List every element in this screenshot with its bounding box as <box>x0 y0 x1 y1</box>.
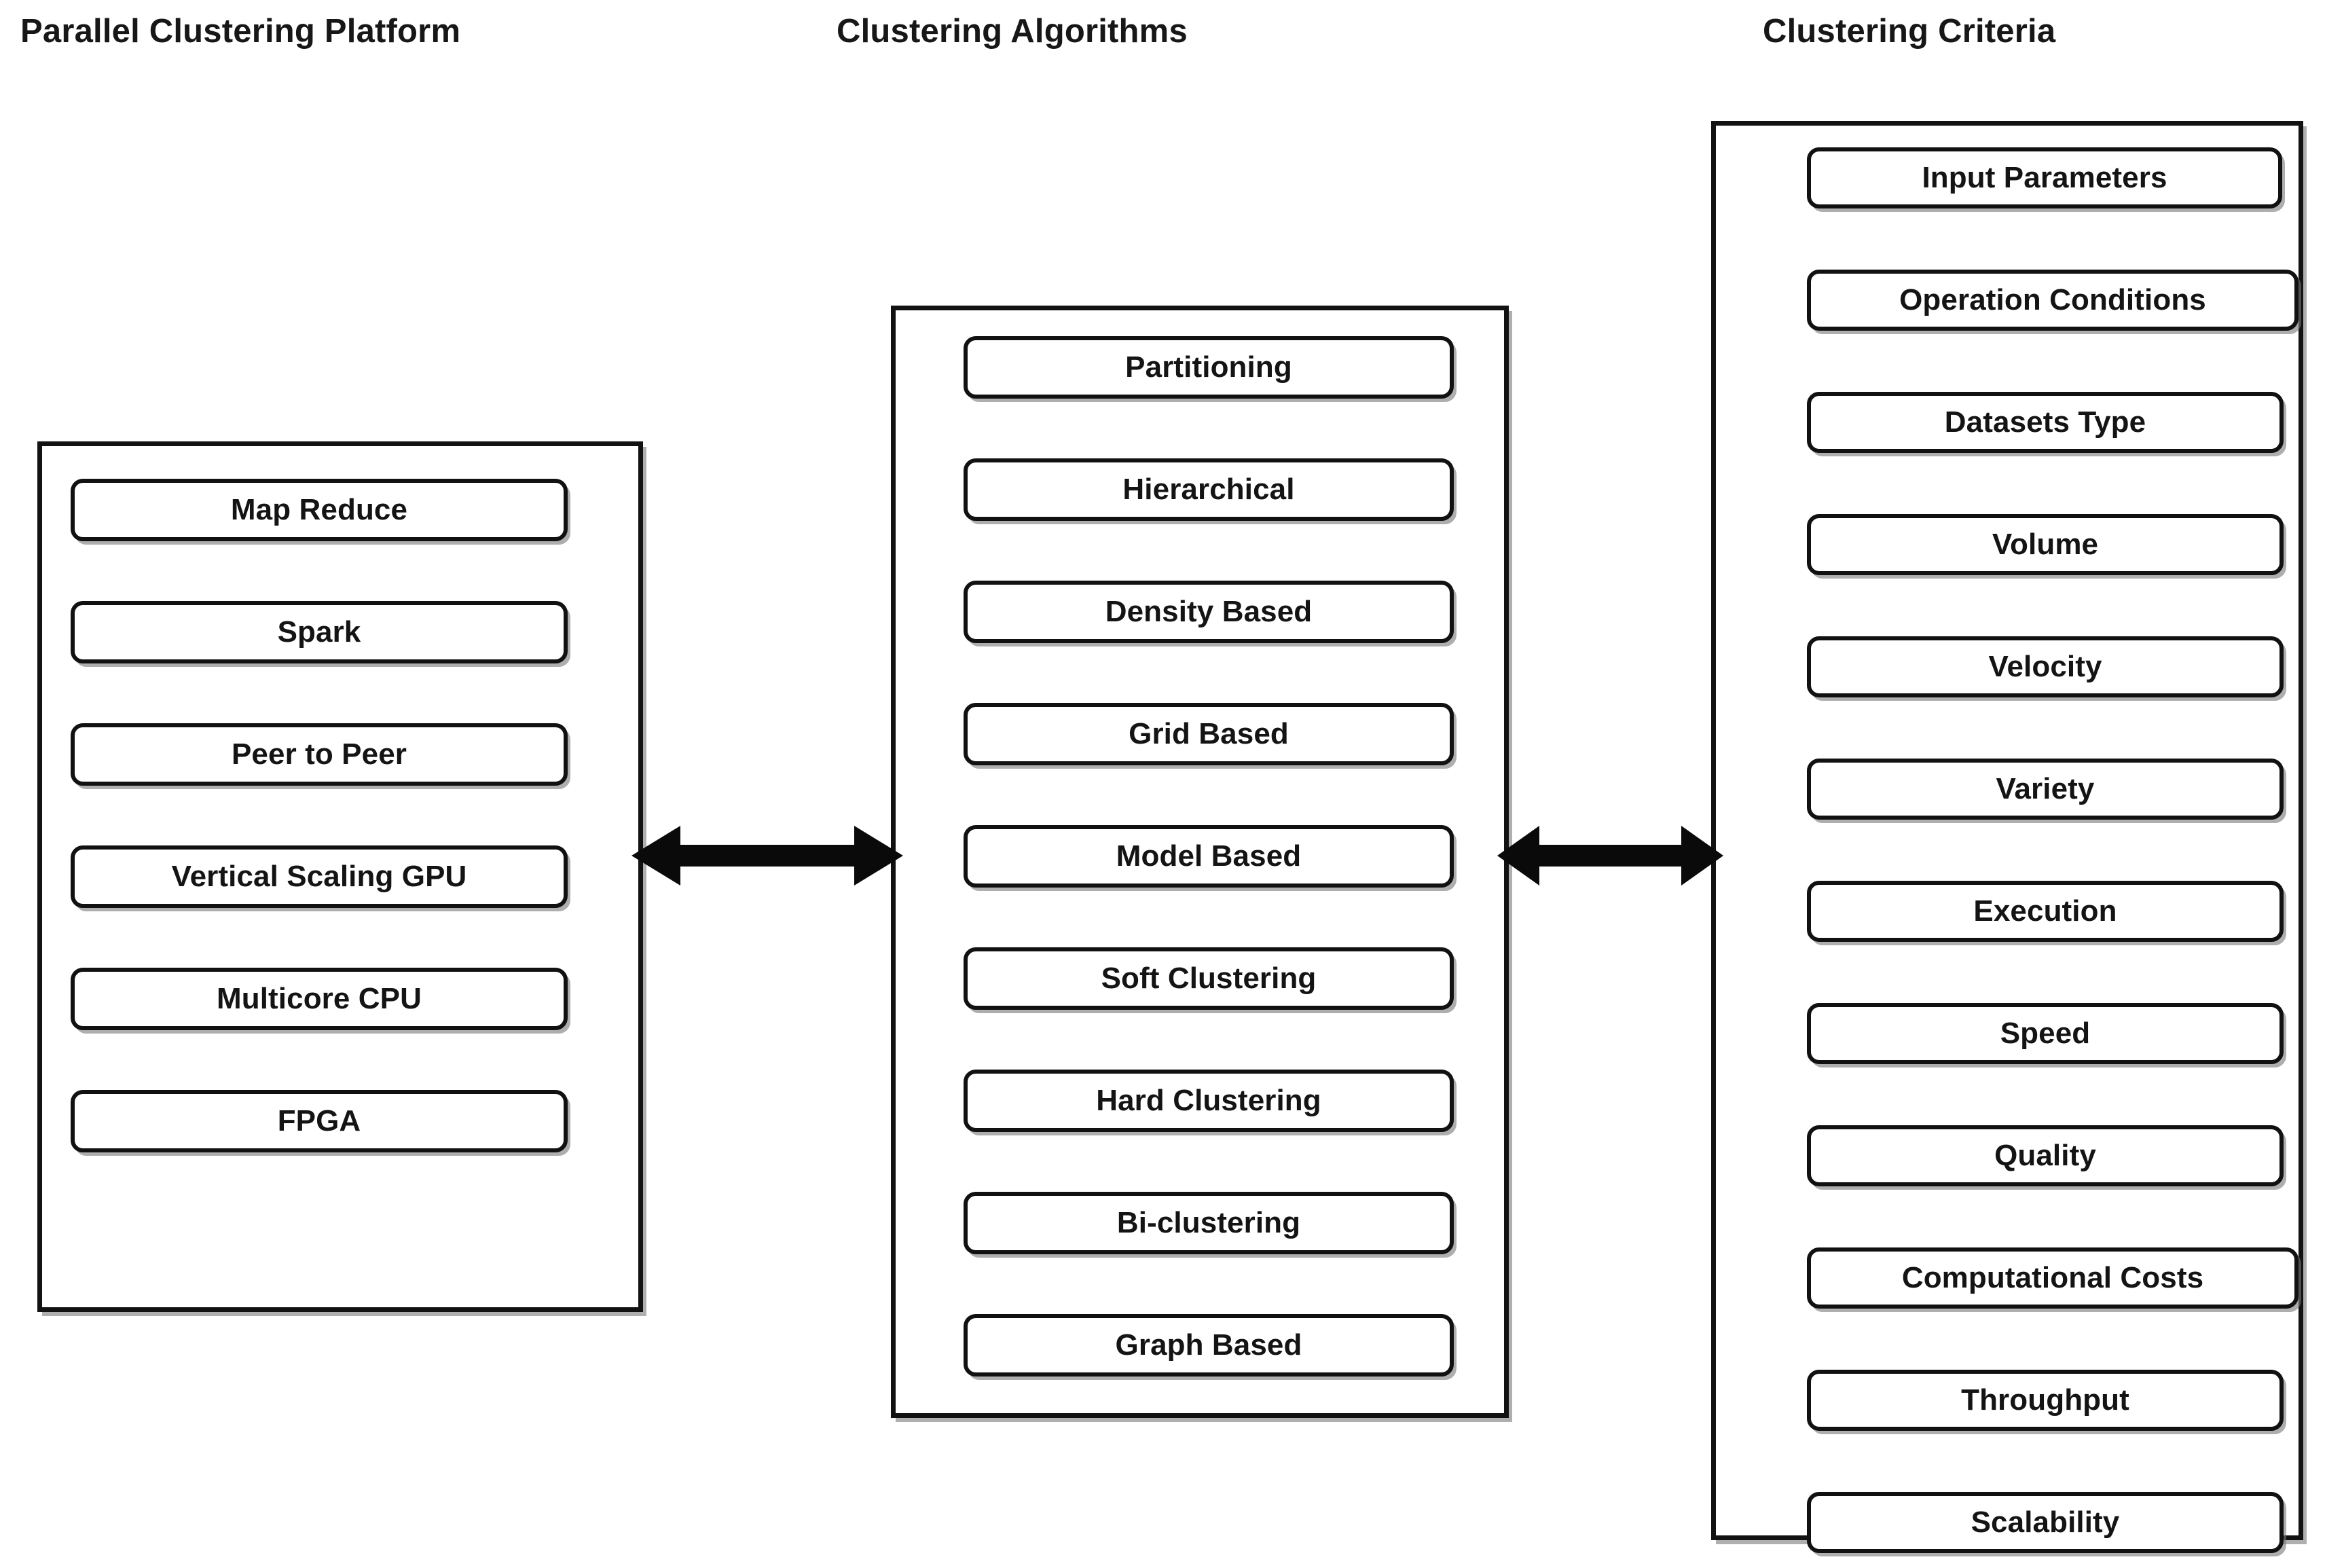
item-map-reduce[interactable]: Map Reduce <box>71 479 568 541</box>
item-label: Graph Based <box>1115 1328 1302 1362</box>
item-hard-clustering[interactable]: Hard Clustering <box>964 1070 1454 1132</box>
item-computational-costs[interactable]: Computational Costs <box>1807 1247 2299 1309</box>
item-label: Vertical Scaling GPU <box>171 860 467 893</box>
item-soft-clustering[interactable]: Soft Clustering <box>964 947 1454 1010</box>
item-label: Velocity <box>1988 650 2102 683</box>
double-headed-arrow-icon-algorithms-to-criteria <box>1497 826 1723 886</box>
item-quality[interactable]: Quality <box>1807 1125 2284 1186</box>
item-model-based[interactable]: Model Based <box>964 825 1454 888</box>
item-bi-clustering[interactable]: Bi-clustering <box>964 1192 1454 1254</box>
item-graph-based[interactable]: Graph Based <box>964 1314 1454 1376</box>
column-title-clustering-criteria: Clustering Criteria <box>1763 13 2056 50</box>
item-label: Density Based <box>1105 595 1313 628</box>
group-box-clustering-algorithms: Partitioning Hierarchical Density Based … <box>891 306 1509 1418</box>
item-label: Model Based <box>1116 839 1302 873</box>
column-title-parallel-clustering-platform: Parallel Clustering Platform <box>20 13 461 50</box>
item-label: Execution <box>1973 894 2117 928</box>
item-label: FPGA <box>277 1104 361 1137</box>
item-vertical-scaling-gpu[interactable]: Vertical Scaling GPU <box>71 845 568 908</box>
item-label: Multicore CPU <box>217 982 422 1015</box>
item-label: Soft Clustering <box>1101 962 1317 995</box>
double-headed-arrow-icon-platform-to-algorithms <box>631 826 903 886</box>
item-label: Hard Clustering <box>1096 1084 1321 1117</box>
group-box-clustering-criteria: Input Parameters Operation Conditions Da… <box>1711 121 2303 1553</box>
item-spark[interactable]: Spark <box>71 601 568 663</box>
item-velocity[interactable]: Velocity <box>1807 636 2284 697</box>
item-execution[interactable]: Execution <box>1807 881 2284 942</box>
item-datasets-type[interactable]: Datasets Type <box>1807 392 2284 453</box>
item-fpga[interactable]: FPGA <box>71 1090 568 1152</box>
item-scalability[interactable]: Scalability <box>1807 1492 2284 1553</box>
item-label: Variety <box>1996 772 2095 805</box>
item-peer-to-peer[interactable]: Peer to Peer <box>71 723 568 786</box>
item-label: Partitioning <box>1125 350 1292 384</box>
item-throughput[interactable]: Throughput <box>1807 1370 2284 1431</box>
item-label: Hierarchical <box>1122 473 1295 506</box>
item-partitioning[interactable]: Partitioning <box>964 336 1454 399</box>
item-label: Bi-clustering <box>1116 1206 1301 1239</box>
item-variety[interactable]: Variety <box>1807 759 2284 820</box>
item-label: Volume <box>1992 528 2099 561</box>
item-volume[interactable]: Volume <box>1807 514 2284 575</box>
item-operation-conditions[interactable]: Operation Conditions <box>1807 270 2299 331</box>
item-input-parameters[interactable]: Input Parameters <box>1807 147 2282 208</box>
item-label: Scalability <box>1971 1506 2120 1539</box>
item-hierarchical[interactable]: Hierarchical <box>964 458 1454 521</box>
item-label: Map Reduce <box>230 493 408 526</box>
item-grid-based[interactable]: Grid Based <box>964 703 1454 765</box>
item-label: Spark <box>277 615 361 649</box>
item-multicore-cpu[interactable]: Multicore CPU <box>71 968 568 1030</box>
item-density-based[interactable]: Density Based <box>964 581 1454 643</box>
item-label: Datasets Type <box>1944 405 2146 439</box>
group-box-parallel-clustering-platform: Map Reduce Spark Peer to Peer Vertical S… <box>37 441 643 1312</box>
item-label: Input Parameters <box>1922 161 2167 194</box>
column-title-clustering-algorithms: Clustering Algorithms <box>837 13 1188 50</box>
item-label: Grid Based <box>1129 717 1289 750</box>
item-label: Quality <box>1994 1139 2096 1172</box>
item-label: Throughput <box>1961 1383 2129 1417</box>
item-label: Peer to Peer <box>231 737 407 771</box>
item-label: Operation Conditions <box>1899 283 2206 316</box>
item-label: Computational Costs <box>1901 1261 2204 1294</box>
item-label: Speed <box>2000 1017 2091 1050</box>
item-speed[interactable]: Speed <box>1807 1003 2284 1064</box>
